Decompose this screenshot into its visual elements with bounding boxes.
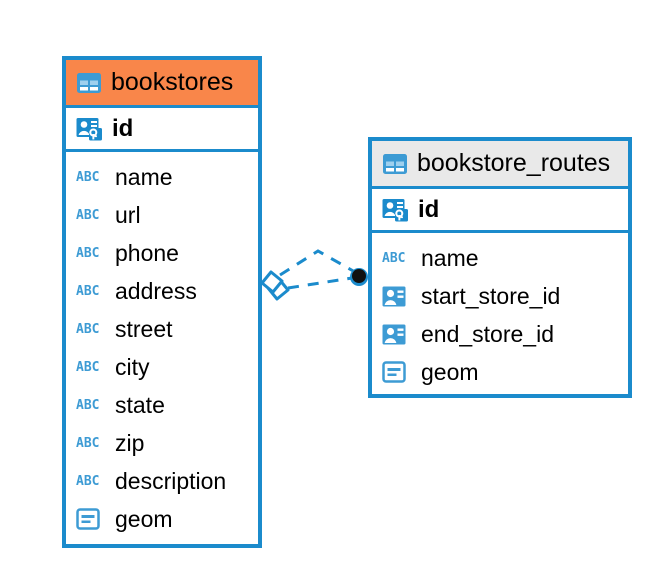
foreign-key-icon — [382, 324, 412, 345]
field-label: zip — [115, 429, 145, 456]
geometry-type-icon — [76, 508, 106, 530]
entity-title: bookstore_routes — [417, 149, 611, 177]
table-icon — [382, 153, 408, 175]
field-list-bookstores: ABC name ABC url ABC phone ABC address A… — [66, 152, 258, 544]
relationship-line-arc — [279, 249, 356, 277]
text-type-icon: ABC — [76, 435, 100, 451]
text-type-icon: ABC — [382, 250, 406, 266]
table-icon — [76, 72, 102, 94]
field-row-name[interactable]: ABC name — [66, 158, 258, 196]
text-type-icon: ABC — [76, 169, 100, 185]
geometry-type-icon — [382, 361, 412, 383]
field-label: start_store_id — [421, 282, 561, 309]
entity-header-bookstore-routes[interactable]: bookstore_routes — [372, 141, 628, 189]
field-row-address[interactable]: ABC address — [66, 272, 258, 310]
field-row-zip[interactable]: ABC zip — [66, 424, 258, 462]
field-row-description[interactable]: ABC description — [66, 462, 258, 500]
primary-key-icon — [382, 198, 409, 222]
field-label: state — [115, 391, 165, 418]
field-row-end-store-id[interactable]: end_store_id — [372, 315, 628, 353]
primary-key-row[interactable]: id — [66, 108, 258, 152]
field-label: name — [421, 244, 479, 271]
field-label: phone — [115, 239, 179, 266]
text-type-icon: ABC — [76, 321, 100, 337]
field-row-state[interactable]: ABC state — [66, 386, 258, 424]
field-row-city[interactable]: ABC city — [66, 348, 258, 386]
text-type-icon: ABC — [76, 207, 100, 223]
field-label: description — [115, 467, 227, 494]
field-row-street[interactable]: ABC street — [66, 310, 258, 348]
field-row-geom[interactable]: geom — [66, 500, 258, 538]
text-type-icon: ABC — [76, 283, 100, 299]
entity-bookstore-routes[interactable]: bookstore_routes id — [368, 137, 632, 398]
field-label: end_store_id — [421, 320, 554, 347]
entity-title: bookstores — [111, 68, 234, 96]
field-list-bookstore-routes: ABC name start_store_id — [372, 233, 628, 397]
text-type-icon: ABC — [76, 473, 100, 489]
text-type-icon: ABC — [76, 359, 100, 375]
foreign-key-icon — [382, 286, 412, 307]
primary-key-row[interactable]: id — [372, 189, 628, 233]
field-row-url[interactable]: ABC url — [66, 196, 258, 234]
primary-key-icon — [76, 117, 103, 141]
field-row-start-store-id[interactable]: start_store_id — [372, 277, 628, 315]
field-label: url — [115, 201, 141, 228]
field-label: geom — [115, 505, 173, 532]
field-row-geom[interactable]: geom — [372, 353, 628, 391]
entity-header-bookstores[interactable]: bookstores — [66, 60, 258, 108]
filled-circle-handle-icon[interactable] — [350, 268, 368, 286]
text-type-icon: ABC — [76, 245, 100, 261]
field-label: city — [115, 353, 150, 380]
primary-key-label: id — [418, 195, 440, 223]
field-row-phone[interactable]: ABC phone — [66, 234, 258, 272]
field-label: geom — [421, 358, 479, 385]
relationship-line-direct — [287, 276, 353, 290]
field-label: street — [115, 315, 173, 342]
field-label: name — [115, 163, 173, 190]
field-row-name[interactable]: ABC name — [372, 239, 628, 277]
primary-key-label: id — [112, 114, 134, 142]
diamond-handle-icon[interactable] — [260, 270, 290, 301]
text-type-icon: ABC — [76, 397, 100, 413]
entity-bookstores[interactable]: bookstores id — [62, 56, 262, 548]
field-label: address — [115, 277, 197, 304]
